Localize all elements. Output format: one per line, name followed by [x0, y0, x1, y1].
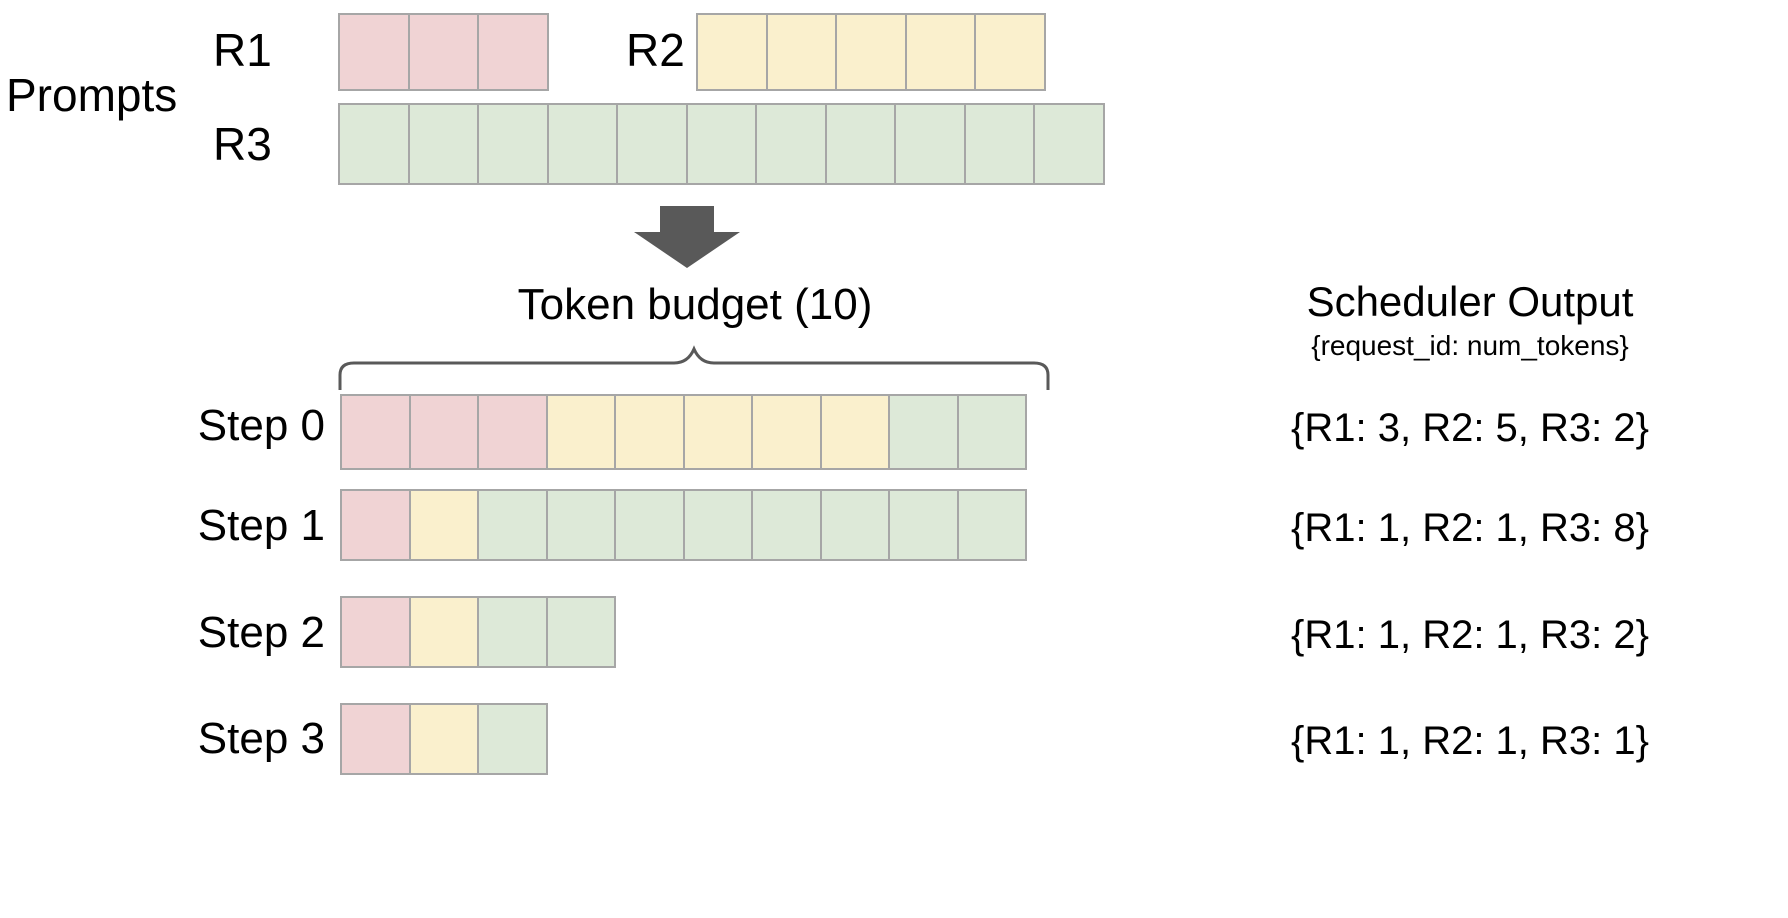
step-label-1: Step 1 — [197, 501, 325, 550]
token-cell — [956, 394, 1027, 470]
token-cell — [408, 703, 479, 775]
prompt-token-strip-r1 — [338, 13, 549, 91]
token-cell — [682, 394, 753, 470]
token-cell — [685, 103, 757, 185]
request-label-r3: R3 — [213, 118, 272, 170]
token-budget-label: Token budget (10) — [517, 280, 873, 329]
token-cell — [477, 703, 548, 775]
prompts-label: Prompts — [6, 69, 178, 121]
token-cell — [477, 394, 548, 470]
token-cell — [888, 394, 959, 470]
token-cell — [888, 489, 959, 561]
token-cell — [904, 13, 976, 91]
token-cell — [338, 103, 410, 185]
token-cell — [477, 13, 549, 91]
token-cell — [614, 394, 685, 470]
token-cell — [338, 13, 410, 91]
scheduler-output-title: Scheduler Output — [1306, 278, 1634, 325]
prompt-token-strip-r2 — [696, 13, 1046, 91]
request-label-r2: R2 — [626, 24, 685, 76]
step-token-strip-2 — [340, 596, 616, 668]
token-cell — [751, 489, 822, 561]
token-cell — [765, 13, 837, 91]
step-label-2: Step 2 — [197, 608, 325, 657]
token-cell — [751, 394, 822, 470]
token-cell — [974, 13, 1046, 91]
token-cell — [408, 489, 479, 561]
token-cell — [340, 489, 411, 561]
token-cell — [894, 103, 966, 185]
token-cell — [408, 596, 479, 668]
token-cell — [546, 103, 618, 185]
token-cell — [614, 489, 685, 561]
curly-brace-icon — [338, 345, 1050, 390]
token-cell — [755, 103, 827, 185]
token-cell — [477, 596, 548, 668]
scheduler-output-line-0: {R1: 3, R2: 5, R3: 2} — [1291, 406, 1649, 450]
token-cell — [835, 13, 907, 91]
step-token-strip-1 — [340, 489, 1027, 561]
step-token-strip-0 — [340, 394, 1027, 470]
scheduler-output-line-1: {R1: 1, R2: 1, R3: 8} — [1291, 506, 1649, 550]
request-label-r1: R1 — [213, 24, 272, 76]
prompt-token-strip-r3 — [338, 103, 1105, 185]
scheduler-output-subtitle: {request_id: num_tokens} — [1311, 330, 1629, 361]
step-label-3: Step 3 — [197, 714, 325, 763]
token-cell — [545, 489, 616, 561]
token-cell — [477, 489, 548, 561]
token-cell — [340, 703, 411, 775]
down-arrow-icon — [634, 206, 740, 268]
token-cell — [616, 103, 688, 185]
token-cell — [1033, 103, 1105, 185]
step-token-strip-3 — [340, 703, 548, 775]
token-cell — [408, 394, 479, 470]
token-cell — [545, 596, 616, 668]
token-cell — [696, 13, 768, 91]
token-cell — [477, 103, 549, 185]
scheduler-output-line-3: {R1: 1, R2: 1, R3: 1} — [1291, 719, 1649, 763]
token-cell — [819, 489, 890, 561]
token-cell — [963, 103, 1035, 185]
scheduler-output-line-2: {R1: 1, R2: 1, R3: 2} — [1291, 613, 1649, 657]
step-label-0: Step 0 — [197, 401, 325, 450]
token-cell — [407, 103, 479, 185]
token-cell — [682, 489, 753, 561]
token-cell — [545, 394, 616, 470]
token-cell — [340, 596, 411, 668]
token-cell — [819, 394, 890, 470]
token-cell — [340, 394, 411, 470]
token-cell — [407, 13, 479, 91]
token-cell — [956, 489, 1027, 561]
token-cell — [824, 103, 896, 185]
